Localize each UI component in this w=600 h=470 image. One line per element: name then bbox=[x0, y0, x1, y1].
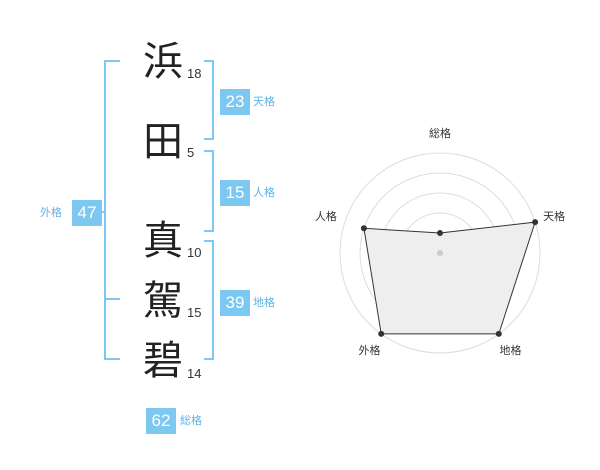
name-char-1: 浜 bbox=[143, 39, 183, 85]
chikaku-bracket-bottom bbox=[204, 358, 214, 360]
radar-area bbox=[363, 221, 536, 335]
radar-point-1 bbox=[437, 230, 443, 236]
stroke-count-1: 18 bbox=[187, 66, 202, 81]
tenkaku-bracket-bottom bbox=[204, 138, 214, 140]
jinkaku-bracket-top bbox=[204, 150, 214, 152]
tenkaku-bracket-top bbox=[204, 60, 214, 62]
chikaku-value: 39 bbox=[220, 290, 250, 316]
name-char-4: 駕 bbox=[143, 278, 183, 324]
gaikaku-label: 外格 bbox=[40, 206, 62, 219]
gaikaku-value: 47 bbox=[72, 200, 102, 226]
jinkaku-label: 人格 bbox=[253, 186, 275, 199]
gaikaku-bracket-mid bbox=[104, 298, 120, 300]
radar-point-3 bbox=[495, 330, 502, 337]
name-char-5: 碧 bbox=[143, 338, 183, 384]
stroke-count-5: 14 bbox=[187, 366, 202, 381]
jinkaku-bracket-vertical bbox=[212, 150, 214, 232]
radar-axis-label-1: 総格 bbox=[429, 126, 451, 140]
tenkaku-value: 23 bbox=[220, 89, 250, 115]
gaikaku-bracket-bottom bbox=[104, 358, 120, 360]
radar-ring-5 bbox=[339, 152, 541, 354]
chikaku-bracket-vertical bbox=[212, 240, 214, 360]
radar-axis-label-5: 人格 bbox=[315, 209, 337, 223]
jinkaku-value: 15 bbox=[220, 180, 250, 206]
gaikaku-bracket-top bbox=[104, 60, 120, 62]
radar-point-5 bbox=[360, 225, 367, 232]
chikaku-bracket-top bbox=[204, 240, 214, 242]
gaikaku-bracket-vertical bbox=[104, 60, 106, 360]
soukaku-label: 総格 bbox=[180, 414, 202, 427]
radar-point-4 bbox=[378, 330, 385, 337]
stroke-count-3: 10 bbox=[187, 245, 202, 260]
name-char-3: 真 bbox=[143, 218, 183, 264]
radar-point-2 bbox=[532, 219, 539, 226]
stroke-count-2: 5 bbox=[187, 145, 195, 160]
radar-axis-label-4: 外格 bbox=[358, 343, 380, 357]
radar-center-dot bbox=[437, 250, 443, 256]
soukaku-value: 62 bbox=[146, 408, 176, 434]
chikaku-label: 地格 bbox=[253, 296, 275, 309]
radar-axis-label-3: 地格 bbox=[500, 343, 522, 357]
stroke-count-4: 15 bbox=[187, 305, 202, 320]
tenkaku-label: 天格 bbox=[253, 95, 275, 108]
radar-axis-label-2: 天格 bbox=[543, 209, 565, 223]
name-char-2: 田 bbox=[143, 119, 183, 165]
tenkaku-bracket-vertical bbox=[212, 60, 214, 140]
jinkaku-bracket-bottom bbox=[204, 230, 214, 232]
